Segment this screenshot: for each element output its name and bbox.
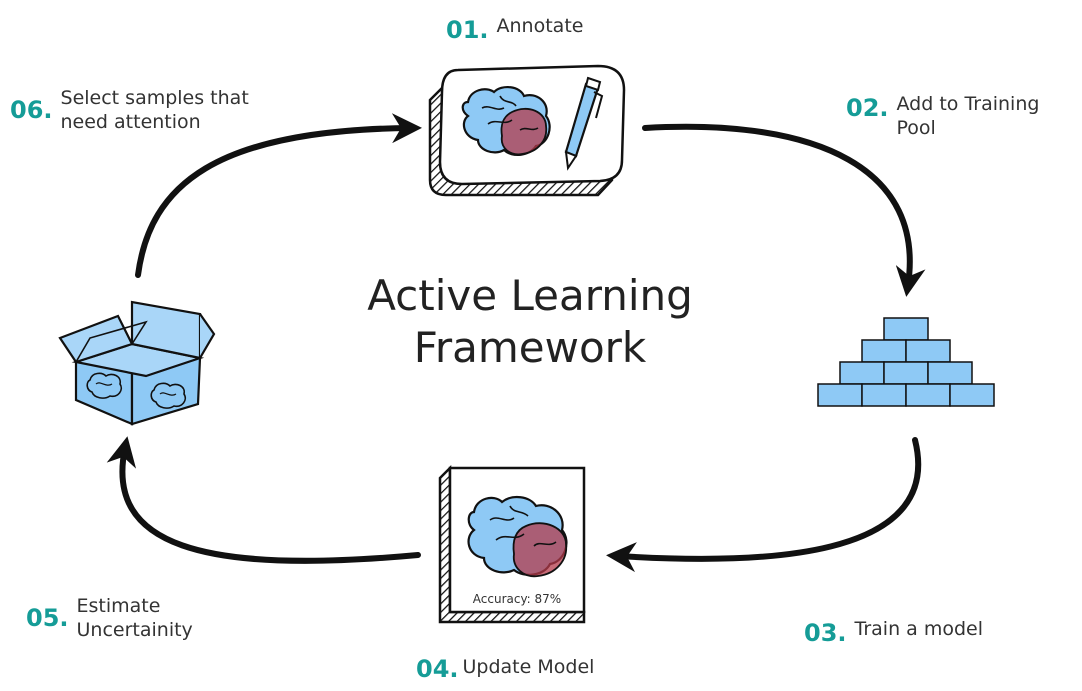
diagram-title: Active Learning Framework [320, 270, 740, 374]
step-add-to-training-pool: 02. Add to Training Pool [846, 92, 1073, 140]
brain-icon [461, 86, 551, 156]
training-pool-pyramid [817, 317, 995, 407]
step-annotate: 01. Annotate [446, 14, 583, 42]
step-label: Add to Training Pool [896, 93, 1040, 139]
brain-icon [150, 382, 187, 409]
step-number: 02. [846, 94, 889, 122]
samples-box [58, 300, 216, 426]
step-train-a-model: 03. Train a model [804, 617, 983, 645]
model-card [438, 464, 586, 624]
step-label: Annotate [496, 15, 584, 37]
step-number: 04. [416, 655, 459, 683]
step-label: Train a model [854, 618, 983, 640]
step-label: Update Model [462, 656, 595, 678]
step-number: 03. [804, 619, 847, 647]
step-label: Select samples that need attention [60, 87, 249, 133]
step-update-model: 04. Update Model [416, 655, 594, 681]
step-number: 05. [26, 604, 69, 632]
brain-icon [86, 372, 123, 399]
step-number: 01. [446, 16, 489, 44]
pen-icon [564, 76, 604, 171]
arrow-annotate-to-pool [642, 123, 926, 297]
title-line-2: Framework [413, 323, 647, 372]
title-line-1: Active Learning [367, 271, 693, 320]
step-label: Estimate Uncertainity [76, 595, 193, 641]
brain-icon [467, 496, 568, 578]
step-number: 06. [10, 96, 53, 124]
accuracy-label: Accuracy: 87% [472, 592, 562, 606]
arrow-select-to-annotate [135, 113, 422, 278]
arrow-estimate-to-select [106, 436, 421, 564]
arrow-train-to-update [606, 437, 922, 573]
step-select-samples: 06. Select samples that need attention [10, 86, 291, 134]
annotate-card [428, 64, 626, 197]
step-estimate-uncertainity: 05. Estimate Uncertainity [26, 594, 227, 642]
